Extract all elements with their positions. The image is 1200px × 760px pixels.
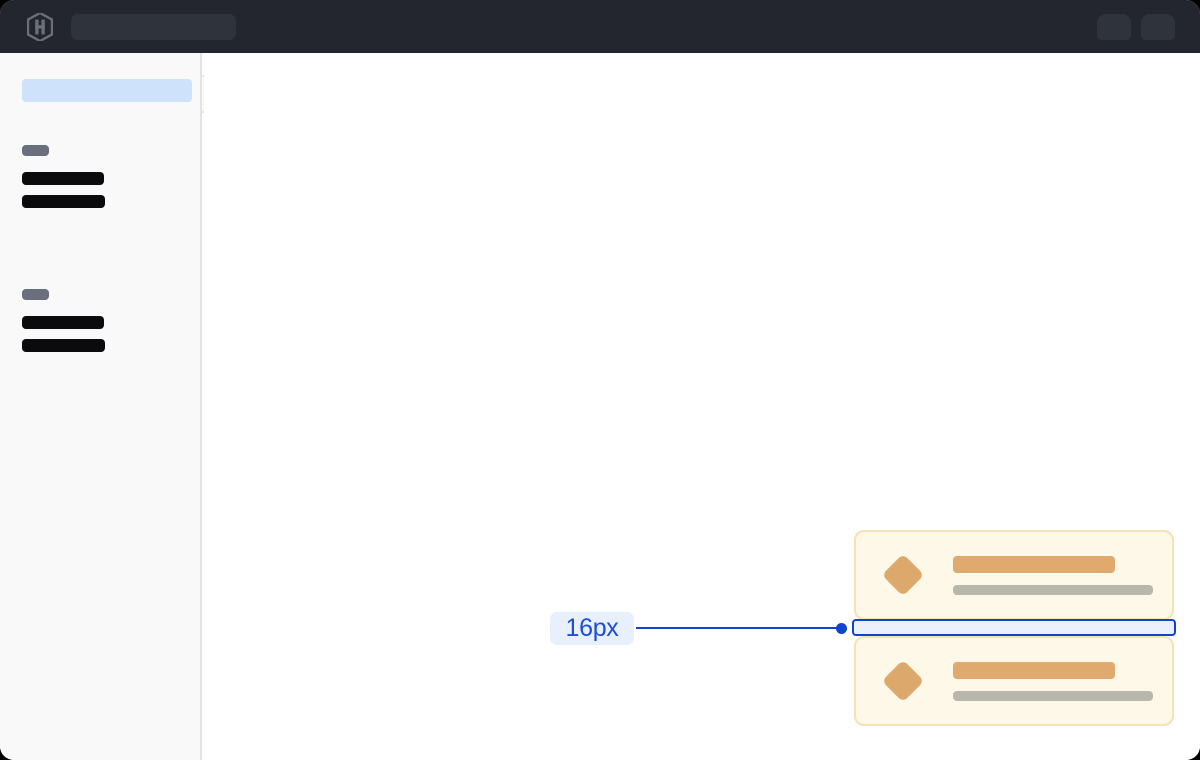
sidebar bbox=[0, 53, 202, 760]
card-text-block bbox=[953, 661, 1153, 701]
card-item-0[interactable] bbox=[854, 530, 1174, 620]
sidebar-item-1-1[interactable] bbox=[22, 339, 105, 352]
diamond-icon bbox=[881, 659, 925, 703]
sidebar-group-label-0 bbox=[22, 145, 49, 156]
card-subtitle-0 bbox=[953, 584, 1153, 595]
measurement-anchor-dot bbox=[836, 623, 847, 634]
card-subtitle-1 bbox=[953, 690, 1153, 701]
header-chip-1[interactable] bbox=[1097, 13, 1131, 40]
card-text-block bbox=[953, 555, 1153, 595]
sidebar-item-0-1[interactable] bbox=[22, 195, 105, 208]
sidebar-search-input[interactable] bbox=[22, 79, 192, 102]
sidebar-item-1-0[interactable] bbox=[22, 316, 104, 329]
app-header bbox=[0, 0, 1200, 53]
header-chip-2[interactable] bbox=[1141, 13, 1175, 40]
header-actions bbox=[1097, 13, 1184, 40]
measurement-leader-line bbox=[636, 627, 842, 629]
header-search-input[interactable] bbox=[71, 13, 236, 40]
measurement-label: 16px bbox=[550, 612, 634, 645]
app-body: 16px bbox=[0, 53, 1200, 760]
spacing-highlight-region bbox=[852, 619, 1176, 636]
sidebar-item-0-0[interactable] bbox=[22, 172, 104, 185]
sidebar-group-1 bbox=[22, 289, 105, 362]
diamond-icon bbox=[881, 553, 925, 597]
main-canvas: 16px bbox=[204, 53, 1200, 760]
hashicorp-hexagon-logo-icon[interactable] bbox=[25, 12, 55, 42]
sidebar-group-label-1 bbox=[22, 289, 49, 300]
card-item-1[interactable] bbox=[854, 636, 1174, 726]
sidebar-group-0 bbox=[22, 145, 105, 218]
card-title-0 bbox=[953, 555, 1115, 573]
card-title-1 bbox=[953, 661, 1115, 679]
